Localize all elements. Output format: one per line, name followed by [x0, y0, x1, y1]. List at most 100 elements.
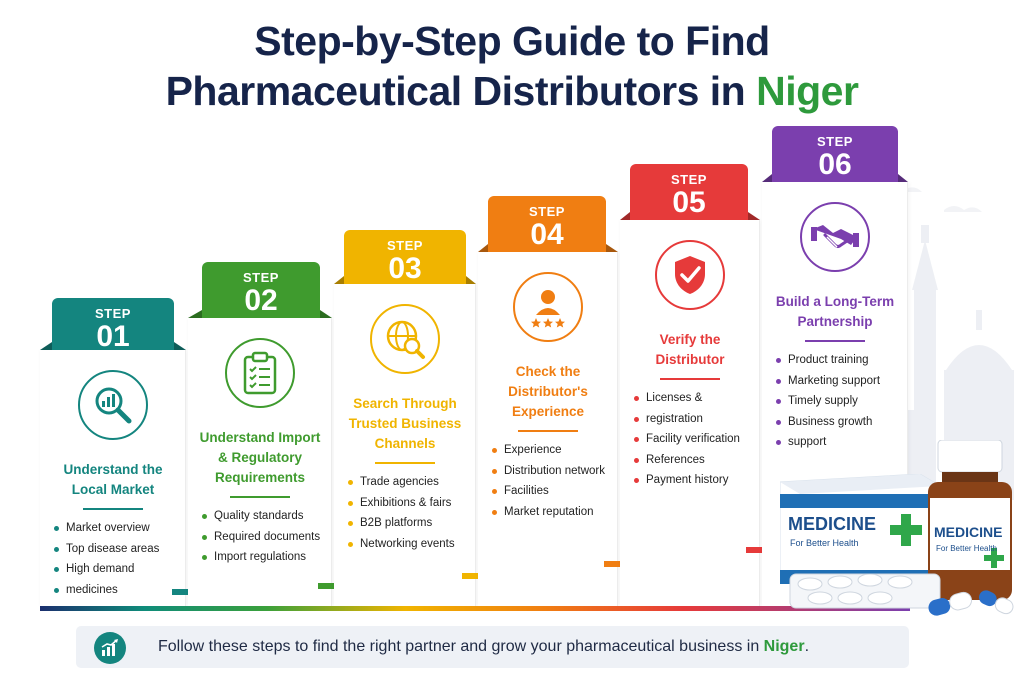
step-bullet-item: Market overview [54, 518, 180, 539]
footer-banner: Follow these steps to find the right par… [76, 626, 909, 668]
step-bullet-item: Facility verification [634, 429, 754, 450]
step-label: STEP [95, 306, 131, 321]
page-title-line-2: Pharmaceutical Distributors in Niger [0, 68, 1024, 115]
step-divider [805, 340, 865, 342]
step-divider [375, 462, 435, 464]
growth-chart-icon [94, 632, 126, 664]
footer-text-highlight: Niger [763, 638, 805, 655]
step-title-line: Trusted Business [348, 416, 462, 431]
step-label: STEP [387, 238, 423, 253]
step-bullet-item: Timely supply [776, 391, 902, 412]
step-bullet-item: Product training [776, 350, 902, 371]
step-label: STEP [817, 134, 853, 149]
step-bullet-item: B2B platforms [348, 513, 470, 534]
step-label: STEP [243, 270, 279, 285]
medicine-bottle-subtitle: For Better Health [936, 544, 997, 553]
step-divider [230, 496, 290, 498]
step-fold-left [762, 174, 772, 182]
page-title-line-1: Step-by-Step Guide to Find [254, 18, 770, 64]
step-number: 02 [244, 284, 278, 317]
medicine-bottle-image [928, 440, 1012, 600]
step-bullet-item: Distribution network [492, 461, 612, 482]
title-main-text: Pharmaceutical Distributors in [165, 68, 757, 114]
step-divider [660, 378, 720, 380]
step-bullet-item: Facilities [492, 481, 612, 502]
step-fold-left [478, 244, 488, 252]
step-fold-left [188, 310, 202, 318]
step-title-line: Channels [374, 436, 436, 451]
clipboard-checklist-icon [225, 338, 295, 408]
magnifier-chart-icon [78, 370, 148, 440]
step-fold-left [334, 276, 344, 284]
step-label: STEP [529, 204, 565, 219]
step-fold-left [40, 342, 52, 350]
step-number: 06 [818, 148, 852, 181]
step-bullet-item: Exhibitions & fairs [348, 493, 470, 514]
shield-check-icon [655, 240, 725, 310]
step-fold-right [748, 212, 760, 220]
handshake-icon [800, 202, 870, 272]
step-bullet-item: Import regulations [202, 547, 326, 568]
step-title-line: Build a Long-Term [775, 294, 895, 309]
step-bullet-item: Networking events [348, 534, 470, 555]
step-divider [83, 508, 143, 510]
medicine-box-label: MEDICINE [788, 514, 877, 534]
step-fold-left [620, 212, 630, 220]
step-number: 04 [530, 218, 564, 251]
step-bullet-item: Payment history [634, 470, 754, 491]
step-bullet-item: medicines [54, 580, 180, 601]
step-title-line: Understand the [63, 462, 163, 477]
step-title-line: Experience [511, 404, 585, 419]
step-bullet-item: Quality standards [202, 506, 326, 527]
step-title-line: Understand Import [199, 430, 321, 445]
footer-text-end: . [804, 638, 810, 655]
step-fold-right [174, 342, 186, 350]
step-title-line: Local Market [71, 482, 155, 497]
step-label: STEP [671, 172, 707, 187]
step-title-line: & Regulatory [217, 450, 302, 465]
globe-search-icon [370, 304, 440, 374]
footer-text: Follow these steps to find the right par… [158, 638, 809, 656]
step-bullet-item: support [776, 432, 902, 453]
person-stars-icon [513, 272, 583, 342]
step-bullet-item: registration [634, 409, 754, 430]
step-title-line: Search Through [353, 396, 457, 411]
progress-baseline [40, 606, 910, 611]
step-title-line: Distributor [655, 352, 725, 367]
medicine-bottle-label: MEDICINE [934, 524, 1003, 540]
step-title-line: Partnership [797, 314, 873, 329]
step-bullet-item: Top disease areas [54, 539, 180, 560]
step-title-line: Check the [515, 364, 581, 379]
step-title-line: Requirements [214, 470, 306, 485]
title-highlight-niger: Niger [756, 68, 859, 114]
step-bullet-item: High demand [54, 559, 180, 580]
step-bullet-item: Experience [492, 440, 612, 461]
step-fold-right [466, 276, 476, 284]
step-fold-right [898, 174, 908, 182]
footer-text-main: Follow these steps to find the right par… [158, 638, 764, 655]
step-number: 05 [672, 186, 706, 219]
step-number: 03 [388, 252, 422, 285]
step-bullet-item: Business growth [776, 412, 902, 433]
step-fold-right [606, 244, 618, 252]
pills-image [789, 573, 1014, 616]
medicine-box-subtitle: For Better Health [790, 538, 859, 548]
